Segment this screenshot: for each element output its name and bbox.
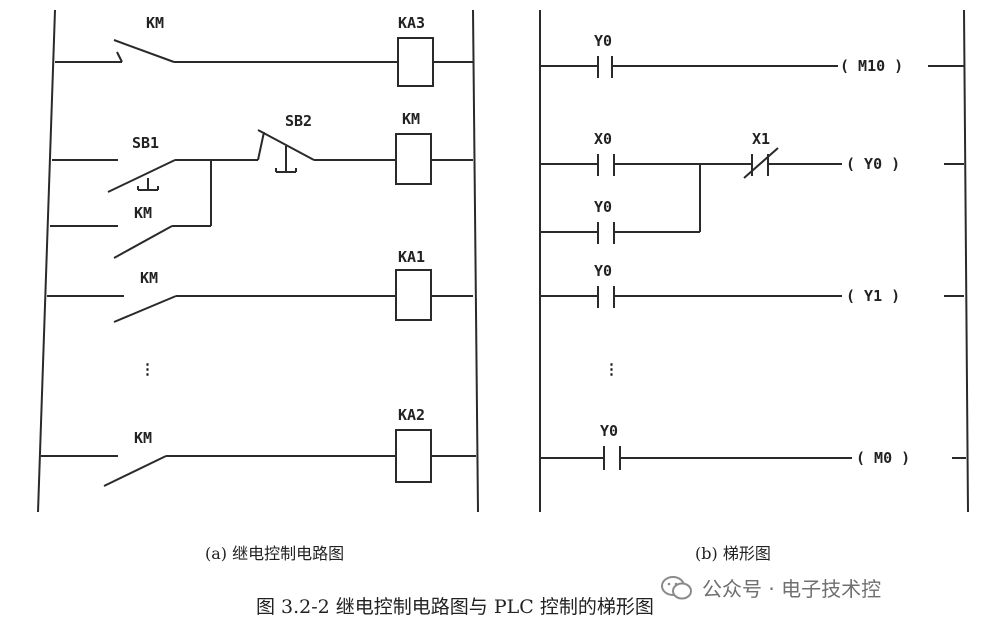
ka2-coil (395, 429, 432, 483)
label-km-r3: KM (140, 269, 158, 287)
label-relay-ellipsis: ⋮ (140, 360, 155, 378)
label-km-r1: KM (146, 14, 164, 32)
ladder-diagram-caption: (b) 梯形图 (695, 544, 771, 563)
label-x1: X1 (752, 130, 770, 148)
watermark: 公众号 · 电子技术控 (660, 573, 881, 602)
km-contact-blade-3 (113, 295, 177, 323)
label-x0: X0 (594, 130, 612, 148)
label-ka1: KA1 (398, 248, 425, 266)
wechat-icon (661, 575, 692, 599)
label-ladder-ellipsis: ⋮ (604, 360, 619, 378)
sb1-pushbutton (137, 178, 159, 191)
sb2-pushbutton (275, 146, 297, 173)
label-sb2: SB2 (285, 112, 312, 130)
label-out-m0: ( M0 ) (856, 449, 910, 467)
relay-rung-2 (50, 129, 473, 259)
km-contact-blade-4 (103, 455, 167, 487)
ladder-diagram: Y0 ( M10 ) X0 X1 ( Y0 ) Y0 Y0 ( Y1 ) ⋮ Y… (539, 9, 969, 513)
km-coil (395, 133, 432, 185)
label-y0-r4: Y0 (600, 422, 618, 440)
km-contact-blade (113, 39, 175, 63)
sb1-contact-blade (107, 159, 176, 193)
x1-nc-slash (743, 147, 779, 179)
ka3-coil (397, 37, 434, 87)
ladder-rung-1 (540, 56, 964, 78)
km-seal-contact-blade (113, 225, 173, 259)
label-ka3: KA3 (398, 14, 425, 32)
label-y0-r2b: Y0 (594, 198, 612, 216)
label-out-y1: ( Y1 ) (846, 287, 900, 305)
sb2-contact-blade (257, 129, 315, 161)
label-km-coil: KM (402, 110, 420, 128)
ladder-rung-3 (540, 286, 964, 308)
label-out-y0: ( Y0 ) (846, 155, 900, 173)
relay-rung-3 (47, 269, 473, 323)
relay-rung-4 (41, 429, 476, 487)
relay-right-rail (472, 9, 479, 513)
relay-circuit: KM KA3 SB1 SB2 KM KM KM KA1 ⋮ KM KA2 (37, 9, 479, 513)
ladder-rung-4 (540, 446, 966, 470)
label-ka2: KA2 (398, 406, 425, 424)
label-km-r4: KM (134, 429, 152, 447)
ladder-rung-2 (540, 147, 964, 244)
label-sb1: SB1 (132, 134, 159, 152)
ka1-coil (395, 269, 432, 321)
label-y0-r1: Y0 (594, 32, 612, 50)
relay-left-rail (37, 9, 56, 513)
figure-caption: 图 3.2-2 继电控制电路图与 PLC 控制的梯形图 (256, 596, 654, 618)
relay-rung-1 (55, 37, 473, 87)
ladder-right-rail (963, 9, 969, 513)
label-out-m10: ( M10 ) (840, 57, 903, 75)
label-y0-r3: Y0 (594, 262, 612, 280)
relay-circuit-caption: (a) 继电控制电路图 (205, 544, 345, 563)
label-km-r2b: KM (134, 204, 152, 222)
watermark-text: 公众号 · 电子技术控 (702, 577, 882, 601)
